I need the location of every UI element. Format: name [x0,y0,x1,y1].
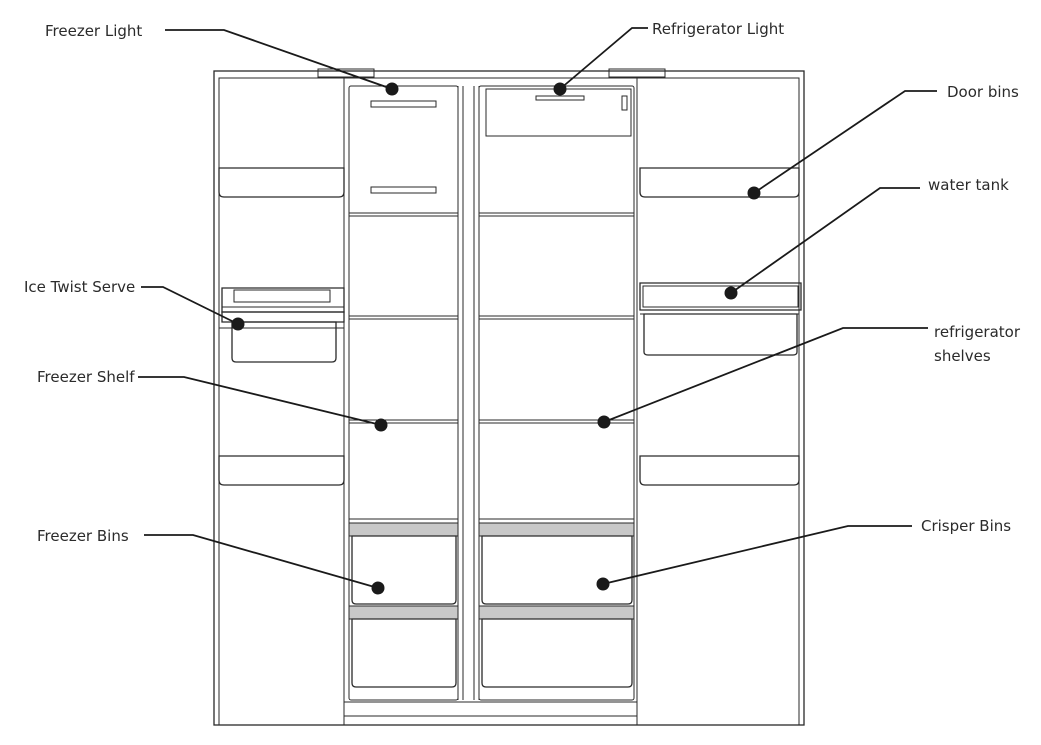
label-freezer-bins: Freezer Bins [37,527,129,545]
door-bins-leader [753,90,937,194]
refrigerator-light-leader [559,27,648,90]
ice-twist-serve-leader [141,286,239,325]
water-tank-leader [730,187,920,294]
freezer-light-bar [370,100,437,108]
cabinet-outline [213,70,805,726]
freezer-bins-dot [371,581,385,595]
freezer-shelf-leader [138,376,382,426]
freezer-light-leader [165,29,393,90]
freezer-light-dot [385,82,399,96]
ice-twist-serve-unit [219,287,345,363]
label-water-tank: water tank [928,176,1009,194]
label-door-bins: Door bins [947,83,1019,101]
freezer-compartment [348,100,459,688]
ice-twist-serve-dot [231,317,245,331]
label-refrigerator-shelves-line1: refrigerator [934,323,1021,341]
label-freezer-shelf: Freezer Shelf [37,368,135,386]
label-refrigerator-light: Refrigerator Light [652,20,784,38]
crisper-bin-lower [481,618,633,688]
right-hinge [608,68,666,78]
crisper-bins-leader [602,525,912,585]
refrigerator-shelves-dot [597,415,611,429]
freezer-bin-lower [351,618,457,688]
label-refrigerator-shelves-line2: shelves [934,347,991,365]
refrigerator-door [636,77,802,726]
callout-labels: Freezer Light Refrigerator Light Door bi… [24,20,1021,545]
refrigerator-compartment [478,88,635,688]
crisper-bins-dot [596,577,610,591]
label-ice-twist-serve: Ice Twist Serve [24,278,135,296]
refrigerator-door-bin-top [639,167,800,198]
refrigerator-shelves-leader [603,327,928,423]
door-bins-dot [747,186,761,200]
crisper-bin-upper [481,535,633,605]
freezer-bin-upper [351,535,457,605]
refrigerator-light-bar [535,95,585,101]
water-tank-dot [724,286,738,300]
freezer-bins-leader [144,534,379,589]
refrigerator-light-dot [553,82,567,96]
callout-leaders [138,27,937,595]
freezer-door-bin-top [218,167,345,198]
freezer-door-bin-bottom [218,455,345,486]
label-crisper-bins: Crisper Bins [921,517,1011,535]
water-tank-unit [639,282,802,356]
left-hinge [317,68,375,78]
label-freezer-light: Freezer Light [45,22,142,40]
refrigerator-door-bin-bottom [639,455,800,486]
freezer-shelf-dot [374,418,388,432]
freezer-door [218,77,345,726]
